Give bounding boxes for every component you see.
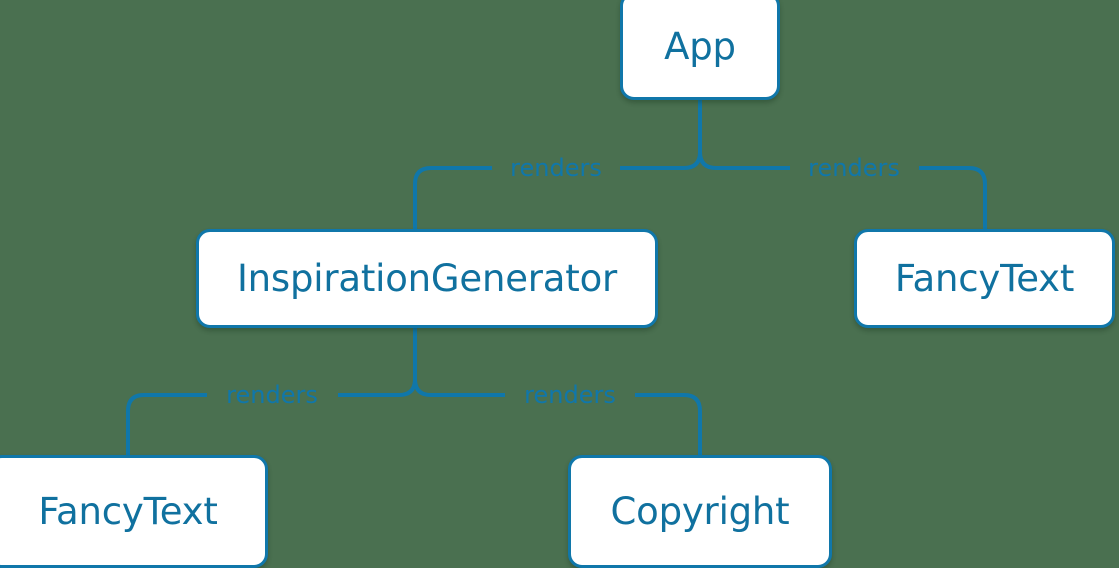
node-fancytext-bottom[interactable]: FancyText xyxy=(0,455,268,568)
edge-inspiration-generator-to-fancytext-bottom-segment-left xyxy=(338,328,417,397)
edge-label-app-to-fancytext-right: renders xyxy=(808,154,900,182)
node-label-inspiration-generator: InspirationGenerator xyxy=(236,257,618,300)
node-label-copyright: Copyright xyxy=(610,490,790,533)
edge-label-inspiration-generator-to-fancytext-bottom: renders xyxy=(226,381,318,409)
edge-inspiration-generator-to-fancytext-bottom-segment-right xyxy=(126,393,207,455)
edge-label-inspiration-generator-to-copyright: renders xyxy=(524,381,616,409)
node-label-fancytext-bottom: FancyText xyxy=(38,490,218,533)
edge-app-to-fancytext-right-segment-left xyxy=(698,100,790,170)
edge-app-to-inspiration-generator-segment-right xyxy=(413,166,492,229)
edge-inspiration-generator-to-copyright-segment-left xyxy=(413,328,505,397)
edge-label-app-to-inspiration-generator: renders xyxy=(510,154,602,182)
edge-app-to-fancytext-right-segment-right xyxy=(919,166,987,229)
edge-inspiration-generator-to-copyright-segment-right xyxy=(635,393,702,455)
node-app[interactable]: App xyxy=(620,0,780,100)
edge-app-to-inspiration-generator-segment-left xyxy=(620,100,702,170)
node-fancytext-right[interactable]: FancyText xyxy=(854,229,1115,328)
node-copyright[interactable]: Copyright xyxy=(568,455,832,568)
node-label-fancytext-right: FancyText xyxy=(894,257,1075,300)
node-inspiration-generator[interactable]: InspirationGenerator xyxy=(196,229,658,328)
node-label-app: App xyxy=(664,24,736,68)
